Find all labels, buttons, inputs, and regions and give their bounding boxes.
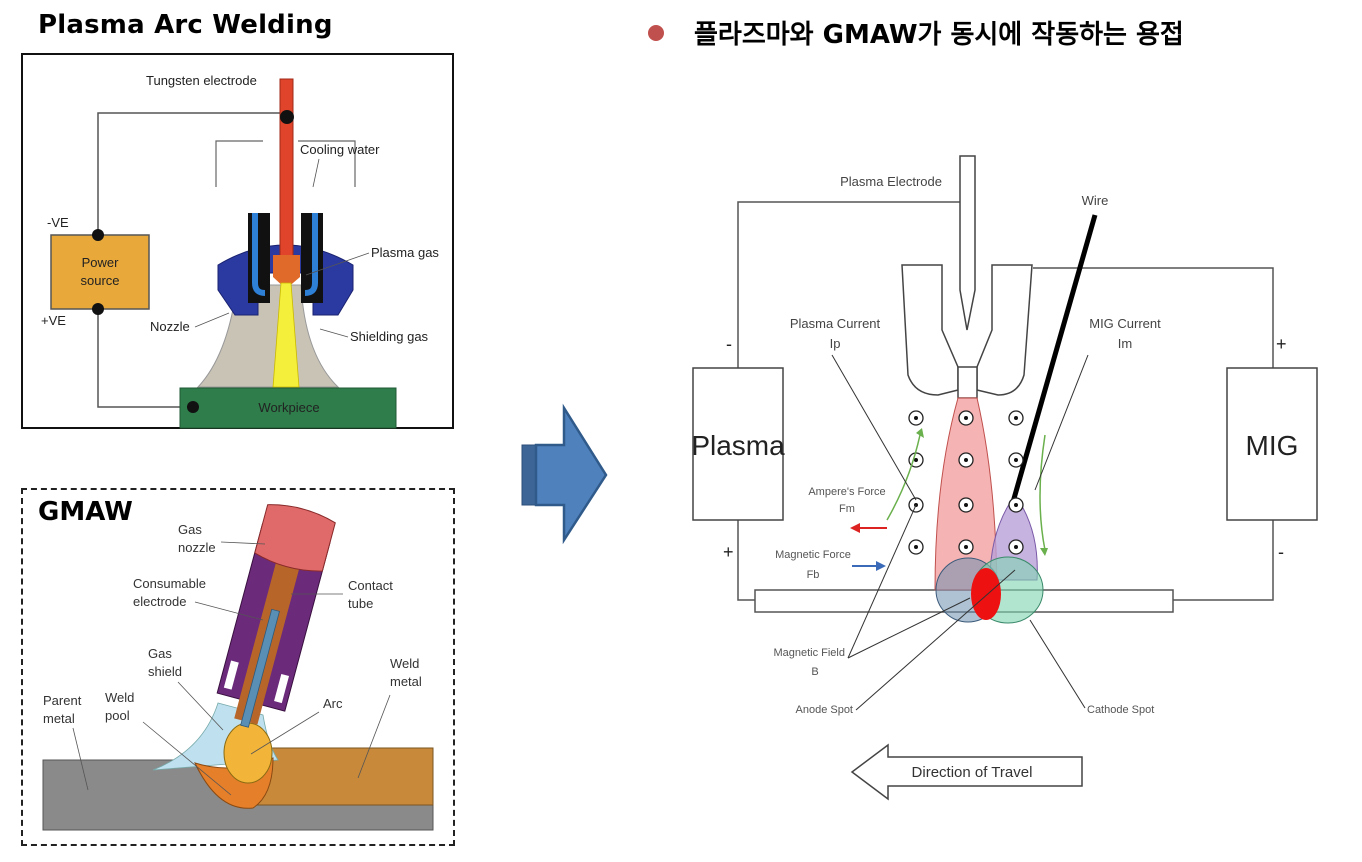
- parent-metal-label-2: metal: [43, 711, 75, 726]
- weld-pool-label-1: Weld: [105, 690, 134, 705]
- plasma-electrode: [959, 155, 976, 331]
- left-flow-arrow: [886, 434, 921, 521]
- ampere-force-label-2: Fm: [839, 503, 855, 515]
- anode-spot-label: Anode Spot: [796, 704, 854, 716]
- arc: [223, 722, 273, 784]
- shielding-gas-label: Shielding gas: [350, 329, 429, 344]
- gas-shield-label-1: Gas: [148, 646, 172, 661]
- consumable-label-2: electrode: [133, 594, 186, 609]
- plasma-current-label-2: Ip: [830, 336, 841, 351]
- power-source-label-1: Power: [82, 255, 120, 270]
- right-flow-arrow: [1039, 434, 1046, 551]
- mig-plus: +: [1276, 334, 1287, 354]
- mig-current-label-2: Im: [1118, 336, 1132, 351]
- wire-label: Wire: [1082, 193, 1109, 208]
- plasma-current-label-1: Plasma Current: [790, 316, 881, 331]
- magnetic-force-label-2: Fb: [807, 569, 820, 581]
- hybrid-welding-heading: 플라즈마와 GMAW가 동시에 작동하는 용접: [648, 14, 1184, 51]
- workpiece-terminal: [187, 401, 199, 413]
- heading-text: 플라즈마와 GMAW가 동시에 작동하는 용접: [694, 20, 1184, 50]
- bullet-icon: [648, 24, 664, 41]
- magnetic-force-label-1: Magnetic Force: [775, 549, 851, 561]
- mig-current-label-1: MIG Current: [1089, 316, 1161, 331]
- plasma-arc-svg: Power source -VE +VE Workpiece Tungsten …: [41, 73, 439, 429]
- plasma-gas-label: Plasma gas: [371, 245, 439, 260]
- right-arrow-icon: [521, 403, 608, 545]
- direction-of-travel-label: Direction of Travel: [912, 764, 1033, 781]
- plasma-electrode-label: Plasma Electrode: [840, 174, 942, 189]
- mig-box-label: MIG: [1246, 430, 1299, 461]
- plasma-arc-welding-title: Plasma Arc Welding: [38, 10, 333, 40]
- magnetic-field-label-2: B: [811, 666, 818, 678]
- cooling-water-label: Cooling water: [300, 142, 380, 157]
- parent-metal-label-1: Parent: [43, 693, 82, 708]
- weld-metal-label-2: metal: [390, 674, 422, 689]
- plasma-jet: [272, 282, 300, 388]
- plasma-circuit-wire: [737, 201, 960, 368]
- plasma-box-label: Plasma: [691, 430, 785, 461]
- terminal-pos: [92, 303, 104, 315]
- plasma-minus: -: [726, 334, 732, 354]
- ampere-force-label-1: Ampere's Force: [808, 486, 885, 498]
- gmaw-title: GMAW: [38, 497, 133, 527]
- direction-of-travel-arrow: [850, 743, 1083, 801]
- gas-shield-label-2: shield: [148, 664, 182, 679]
- gmaw-svg: Gas nozzle Consumable electrode Contact …: [42, 504, 434, 831]
- gmaw-diagram: Gas nozzle Consumable electrode Contact …: [21, 488, 455, 846]
- power-source-box: [50, 234, 150, 310]
- weld-metal-label-1: Weld: [390, 656, 419, 671]
- wire-positive: [97, 307, 183, 408]
- nozzle-label: Nozzle: [150, 319, 190, 334]
- cathode-spot-label: Cathode Spot: [1087, 704, 1154, 716]
- plasma-gas-chamber: [273, 255, 300, 289]
- plasma-plus: +: [723, 542, 734, 562]
- tungsten-electrode: [279, 78, 294, 260]
- gas-nozzle-label-1: Gas: [178, 522, 202, 537]
- mig-circuit-wire: [1033, 267, 1274, 368]
- consumable-electrode: [240, 608, 280, 728]
- terminal-neg: [92, 229, 104, 241]
- mig-minus: -: [1278, 542, 1284, 562]
- workpiece: [179, 387, 397, 429]
- electrode-terminal: [280, 110, 294, 124]
- contact-tube-label-1: Contact: [348, 578, 393, 593]
- contact-tube-label-2: tube: [348, 596, 373, 611]
- consumable-label-1: Consumable: [133, 576, 206, 591]
- arc-label: Arc: [323, 696, 343, 711]
- pos-label: +VE: [41, 313, 66, 328]
- plasma-power-box: [692, 367, 784, 521]
- mig-power-box: [1226, 367, 1318, 521]
- neg-label: -VE: [47, 215, 69, 230]
- wire-negative: [97, 112, 288, 235]
- tungsten-electrode-label: Tungsten electrode: [146, 73, 257, 88]
- mig-wire: [1010, 214, 1098, 503]
- gas-nozzle: [254, 504, 336, 572]
- gas-nozzle-label-2: nozzle: [178, 540, 216, 555]
- magnetic-field-label-1: Magnetic Field: [773, 647, 845, 659]
- anode-spot: [971, 568, 1001, 620]
- power-source-label-2: source: [80, 273, 119, 288]
- hybrid-welding-diagram: Plasma MIG - + + -: [691, 155, 1318, 801]
- plasma-arc-welding-diagram: Power source -VE +VE Workpiece Tungsten …: [21, 53, 454, 429]
- workpiece-label: Workpiece: [258, 400, 319, 415]
- weld-pool-label-2: pool: [105, 708, 130, 723]
